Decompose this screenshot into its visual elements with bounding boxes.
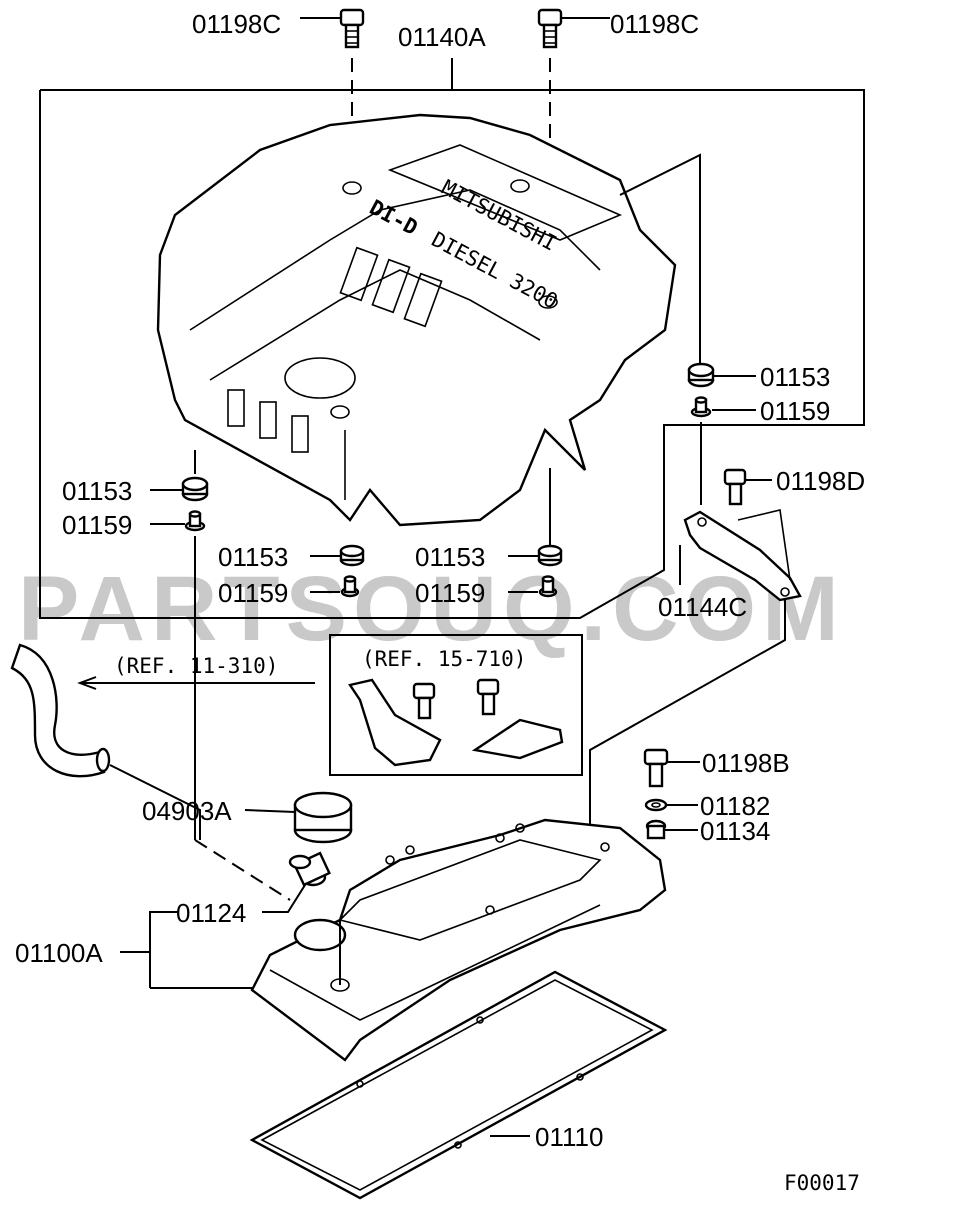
bracket-icon <box>348 678 564 767</box>
label-grommet-left: 01153 <box>62 476 132 506</box>
pcv-valve-icon <box>288 851 331 887</box>
grommet-icon <box>537 544 563 567</box>
label-bolt-valve-cover: 01198B <box>702 748 790 778</box>
label-pcv-valve: 01124 <box>176 898 246 928</box>
label-grommet-mid-left: 01153 <box>218 542 288 572</box>
label-collar-mid-left: 01159 <box>218 578 288 608</box>
bracket-icon <box>683 510 802 602</box>
assembly-outline <box>39 89 865 619</box>
hose-icon <box>10 643 111 778</box>
label-engine-cover: 01140A <box>398 22 486 52</box>
reference-box <box>329 634 583 776</box>
label-bracket: 01144C <box>658 592 747 622</box>
label-grommet-mid-right: 01153 <box>415 542 485 572</box>
engine-cover: MITSUBISHI DI-D DIESEL 3200 <box>156 113 677 527</box>
label-grommet-right: 01153 <box>760 362 830 392</box>
label-nut-seal: 01134 <box>700 816 770 846</box>
label-gasket: 01110 <box>535 1122 603 1152</box>
label-collar-mid-right: 01159 <box>415 578 485 608</box>
label-bolt-top-left: 01198C <box>192 9 281 39</box>
bolt-icon <box>412 682 436 720</box>
bolt-icon <box>476 678 500 716</box>
grommet-icon <box>339 544 365 567</box>
oil-cap-icon <box>293 791 353 844</box>
watermark-text: PARTSOUQ.COM <box>18 558 845 660</box>
label-ref-bracket: (REF. 15-710) <box>362 647 526 671</box>
valve-cover <box>250 818 667 1062</box>
gasket-icon <box>249 970 668 1200</box>
washer-icon <box>644 798 668 812</box>
collar-icon <box>538 575 558 598</box>
label-bolt-bracket: 01198D <box>776 466 865 496</box>
grommet-icon <box>687 362 715 388</box>
bolt-icon <box>339 8 365 49</box>
label-valve-cover: 01100A <box>15 938 103 968</box>
collar-icon <box>184 510 206 532</box>
bolt-icon <box>537 8 563 49</box>
label-oil-cap: 04903A <box>142 796 232 826</box>
collar-icon <box>340 575 360 598</box>
label-ref-hose: (REF. 11-310) <box>114 654 278 678</box>
bolt-icon <box>643 748 669 788</box>
label-collar-right: 01159 <box>760 396 830 426</box>
nut-seal-icon <box>645 819 667 840</box>
collar-icon <box>690 396 712 418</box>
label-collar-left: 01159 <box>62 510 132 540</box>
grommet-icon <box>181 476 209 502</box>
label-bolt-top-right: 01198C <box>610 9 699 39</box>
figure-code: F00017 <box>784 1171 860 1195</box>
label-washer: 01182 <box>700 791 770 821</box>
bolt-icon <box>723 468 747 506</box>
